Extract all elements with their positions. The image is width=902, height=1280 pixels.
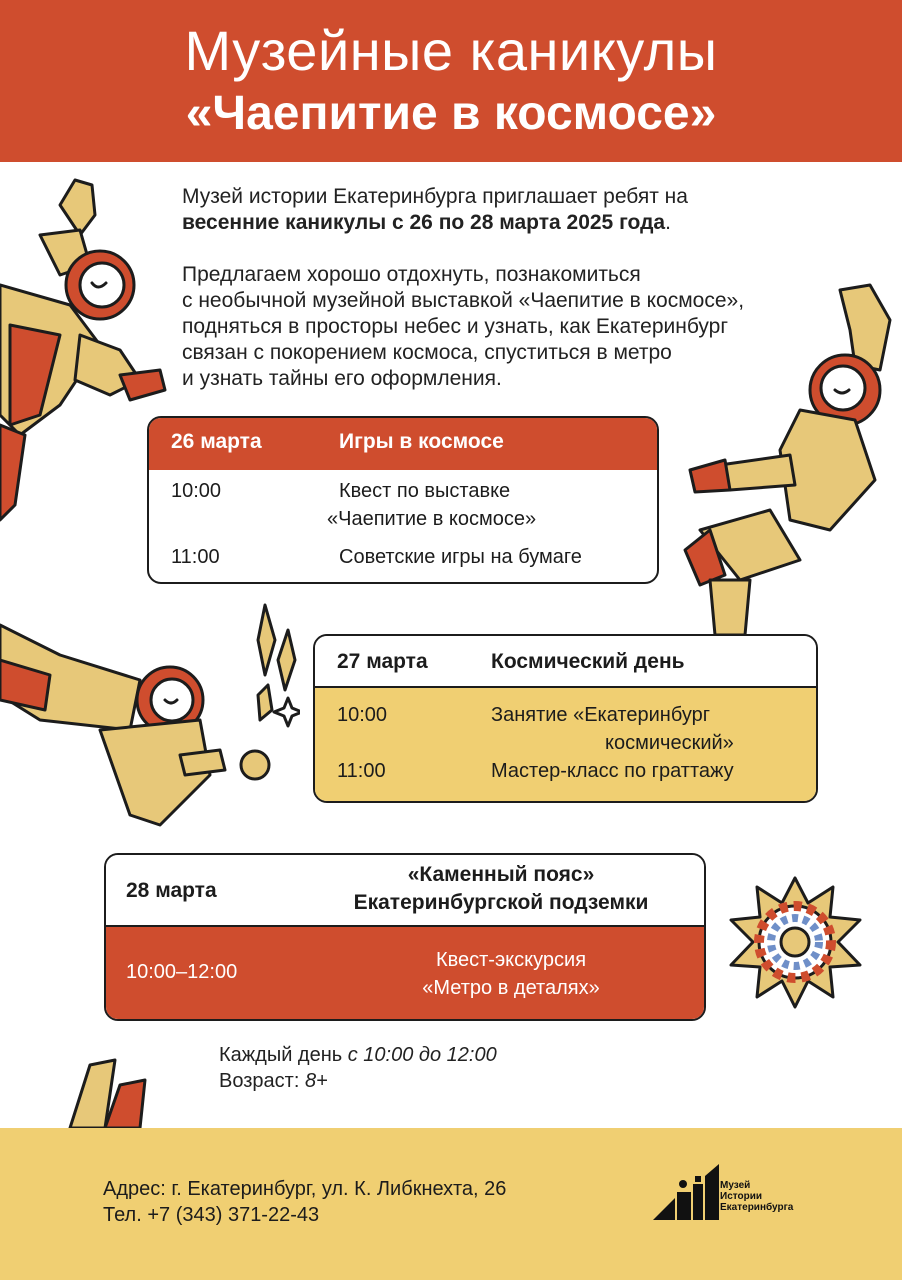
day-1-header: 26 марта Игры в космосе bbox=[149, 418, 657, 470]
intro-p2-line: Предлагаем хорошо отдохнуть, познакомить… bbox=[182, 263, 641, 286]
intro-paragraph-2: Предлагаем хорошо отдохнуть, познакомить… bbox=[182, 262, 822, 392]
event-time: 10:00 bbox=[337, 704, 388, 726]
logo-line: Музей bbox=[720, 1180, 751, 1191]
phone: Тел. +7 (343) 371-22-43 bbox=[103, 1204, 320, 1226]
day-2-body: 10:00 Занятие «Екатеринбург космический»… bbox=[315, 688, 816, 801]
day-3-theme-line-1: «Каменный пояс» bbox=[407, 863, 595, 886]
day-2-theme: Космический день bbox=[491, 650, 685, 673]
astronaut-middle-left-illustration bbox=[0, 603, 300, 827]
contact-info: Адрес: г. Екатеринбург, ул. К. Либкнехта… bbox=[103, 1176, 506, 1228]
event-title: Советские игры на бумаге bbox=[339, 546, 582, 568]
event-title-line-2: «Метро в деталях» bbox=[422, 977, 600, 999]
event-time: 11:00 bbox=[171, 546, 220, 568]
age-label: Возраст: bbox=[219, 1070, 300, 1092]
event-title: Занятие «Екатеринбург bbox=[491, 704, 711, 726]
page-title: Музейные каникулы bbox=[184, 19, 718, 82]
age-value: 8+ bbox=[304, 1070, 328, 1092]
intro-paragraph-1: Музей истории Екатеринбурга приглашает р… bbox=[182, 184, 822, 236]
footer: Адрес: г. Екатеринбург, ул. К. Либкнехта… bbox=[0, 1128, 902, 1280]
sun-illustration bbox=[729, 876, 862, 1009]
every-day-label: Каждый день bbox=[219, 1044, 343, 1066]
event-time: 10:00–12:00 bbox=[126, 961, 238, 983]
astronaut-top-left-illustration bbox=[0, 178, 167, 522]
intro-p2-line: связан с покорением космоса, спуститься … bbox=[182, 341, 672, 364]
day-3-date: 28 марта bbox=[126, 879, 217, 902]
day-2-date: 27 марта bbox=[337, 650, 428, 673]
astronaut-right-illustration bbox=[683, 283, 892, 637]
intro-p2-line: подняться в просторы небес и узнать, как… bbox=[182, 315, 729, 338]
event-time: 10:00 bbox=[171, 480, 222, 502]
museum-logo-text: Музей Истории Екатеринбурга bbox=[720, 1180, 793, 1213]
event-title-line-2: «Чаепитие в космосе» bbox=[327, 508, 537, 530]
event-title: Мастер-класс по граттажу bbox=[491, 760, 734, 782]
intro-p1-text: Музей истории Екатеринбурга приглашает р… bbox=[182, 185, 688, 208]
logo-line: Истории bbox=[720, 1191, 763, 1202]
day-1-theme: Игры в космосе bbox=[339, 430, 504, 453]
logo-line: Екатеринбурга bbox=[720, 1202, 794, 1213]
age-line: Возраст: 8+ bbox=[219, 1068, 497, 1094]
event-title: Квест по выставке bbox=[339, 480, 511, 502]
intro-p1-end: . bbox=[665, 211, 671, 234]
intro-text: Музей истории Екатеринбурга приглашает р… bbox=[182, 184, 822, 418]
header-banner: Музейные каникулы «Чаепитие в космосе» bbox=[0, 0, 902, 162]
museum-logo-icon bbox=[653, 1164, 719, 1220]
schedule-info: Каждый день с 10:00 до 12:00 Возраст: 8+ bbox=[219, 1042, 497, 1094]
astronaut-bottom-left-illustration bbox=[68, 1058, 147, 1128]
address: Адрес: г. Екатеринбург, ул. К. Либкнехта… bbox=[103, 1178, 507, 1200]
event-title-line-2: космический» bbox=[605, 732, 734, 754]
page-subtitle: «Чаепитие в космосе» bbox=[185, 87, 717, 140]
day-3-body: 10:00–12:00 Квест-экскурсия «Метро в дет… bbox=[106, 927, 704, 1019]
schedule-card-day-2: 27 марта Космический день 10:00 Занятие … bbox=[313, 634, 818, 803]
intro-p1-dates: весенние каникулы с 26 по 28 марта 2025 … bbox=[182, 211, 666, 234]
day-3-header: 28 марта «Каменный пояс» Екатеринбургско… bbox=[106, 855, 704, 927]
event-title: Квест-экскурсия bbox=[435, 949, 587, 971]
schedule-card-day-1: 26 марта Игры в космосе 10:00 Квест по в… bbox=[147, 416, 659, 584]
every-day-line: Каждый день с 10:00 до 12:00 bbox=[219, 1042, 497, 1068]
schedule-card-day-3: 28 марта «Каменный пояс» Екатеринбургско… bbox=[104, 853, 706, 1021]
intro-p2-line: и узнать тайны его оформления. bbox=[182, 367, 502, 390]
day-1-date: 26 марта bbox=[171, 430, 262, 453]
day-3-theme-line-2: Екатеринбургской подземки bbox=[353, 891, 649, 914]
event-time: 11:00 bbox=[337, 760, 386, 782]
intro-p2-line: с необычной музейной выставкой «Чаепитие… bbox=[182, 289, 745, 312]
every-day-time: с 10:00 до 12:00 bbox=[347, 1044, 497, 1066]
day-2-header: 27 марта Космический день bbox=[315, 636, 816, 688]
